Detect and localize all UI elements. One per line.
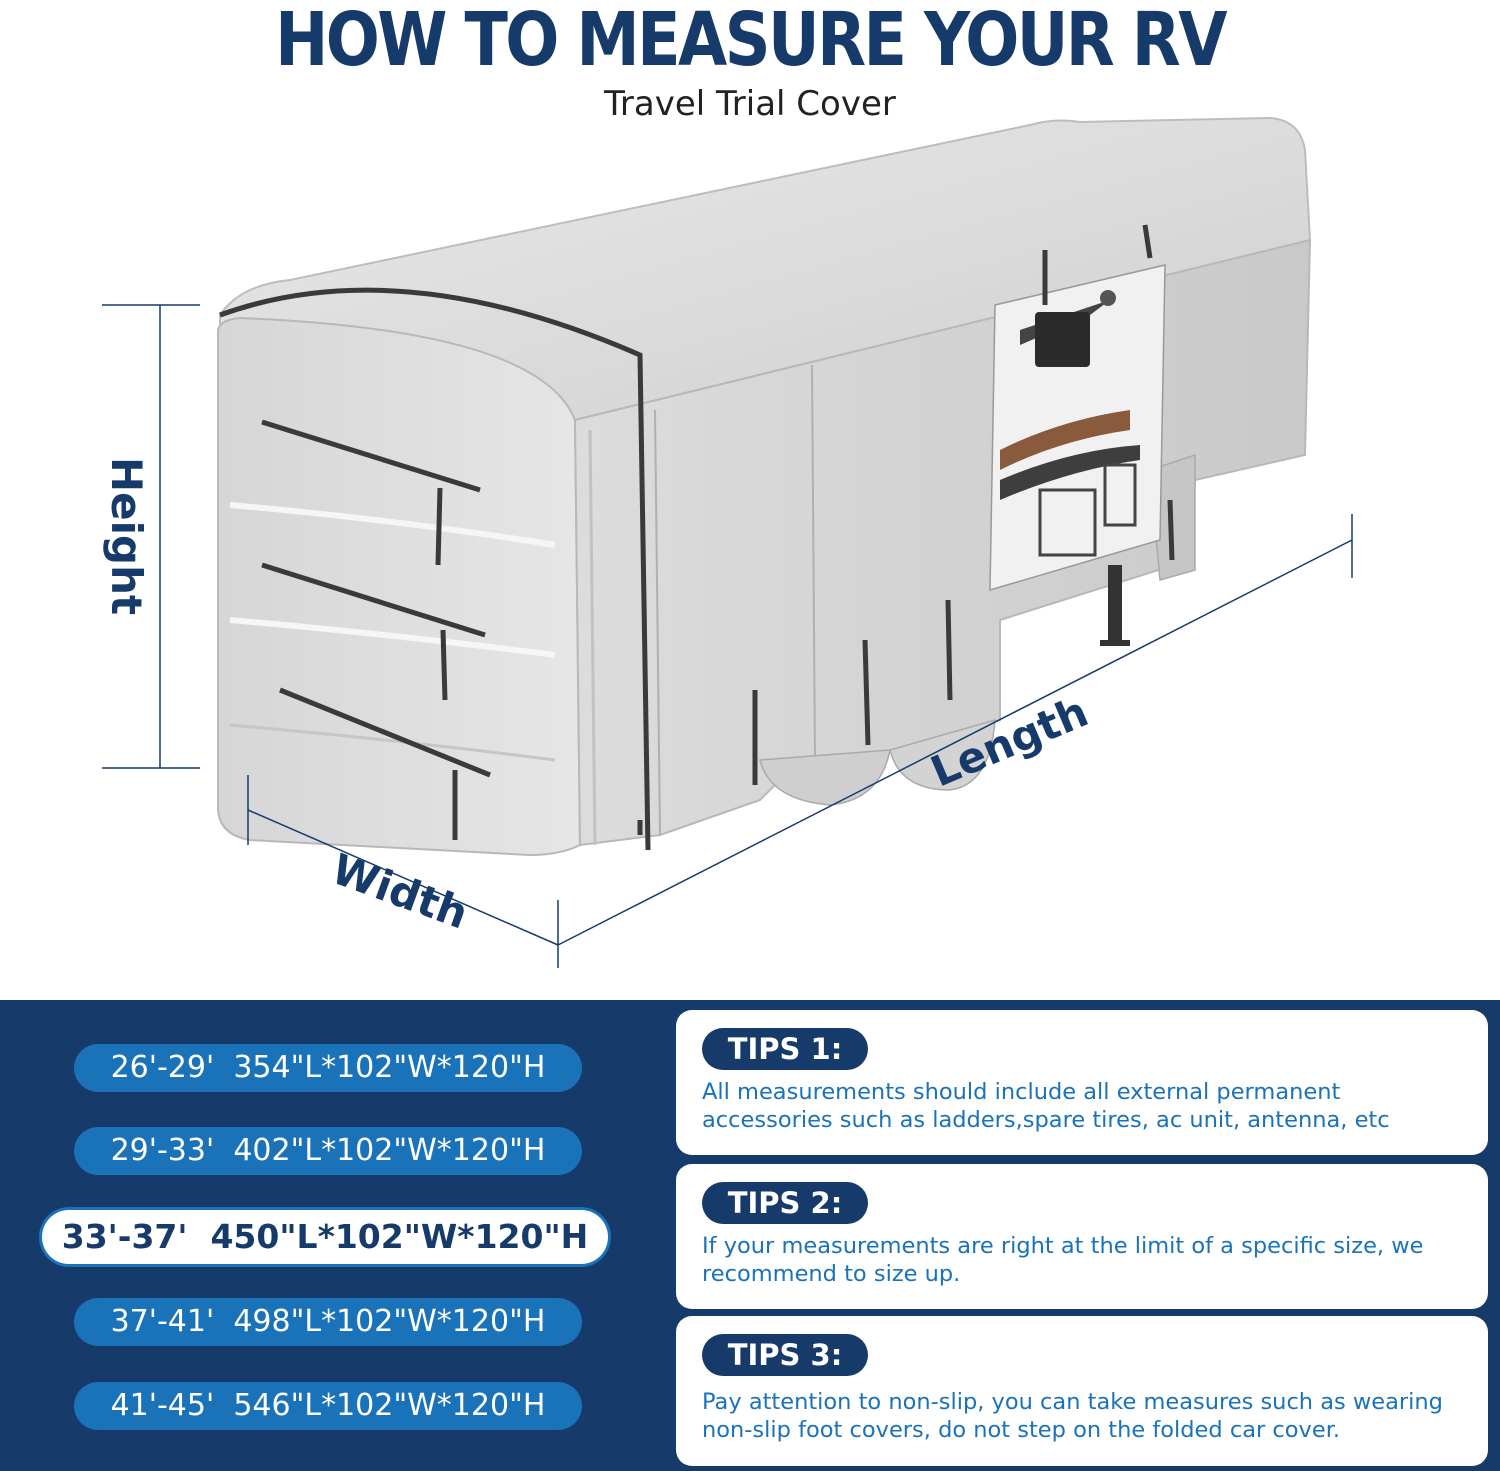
size-option[interactable]: 29'-33' 402"L*102"W*120"H [74, 1127, 582, 1175]
tip-text: Pay attention to non-slip, you can take … [702, 1389, 1443, 1443]
size-option[interactable]: 26'-29' 354"L*102"W*120"H [74, 1044, 582, 1092]
page-subtitle: Travel Trial Cover [604, 84, 896, 124]
length-dimension [557, 514, 1353, 946]
tip-badge: TIPS 1: [702, 1028, 868, 1070]
tip-card: TIPS 2: If your measurements are right at… [676, 1164, 1488, 1309]
height-label: Height [102, 457, 151, 615]
specs-panel: 26'-29' 354"L*102"W*120"H 29'-33' 402"L*1… [0, 1000, 1500, 1471]
size-range: 29'-33' [110, 1133, 215, 1168]
tip-card: TIPS 1: All measurements should include a… [676, 1010, 1488, 1155]
width-label: Width [325, 844, 474, 938]
size-range: 37'-41' [110, 1304, 215, 1339]
size-dimensions: 498"L*102"W*120"H [233, 1304, 546, 1339]
size-option[interactable]: 33'-37' 450"L*102"W*120"H [42, 1210, 608, 1264]
page-title: HOW TO MEASURE YOUR RV [275, 0, 1227, 83]
tip-badge: TIPS 3: [702, 1334, 868, 1376]
size-option[interactable]: 37'-41' 498"L*102"W*120"H [74, 1298, 582, 1346]
size-dimensions: 402"L*102"W*120"H [233, 1133, 546, 1168]
tip-text: All measurements should include all exte… [702, 1079, 1390, 1133]
size-dimensions: 450"L*102"W*120"H [210, 1217, 589, 1256]
size-range: 41'-45' [110, 1388, 215, 1423]
cover-straps [219, 224, 1175, 851]
size-dimensions: 354"L*102"W*120"H [233, 1050, 546, 1085]
rv-cover-illustration: Height Width Length [102, 116, 1353, 968]
size-range: 26'-29' [110, 1050, 215, 1085]
width-dimension [247, 775, 559, 968]
tip-text: If your measurements are right at the li… [702, 1233, 1424, 1287]
tip-card: TIPS 3: Pay attention to non-slip, you ca… [676, 1316, 1488, 1466]
size-option[interactable]: 41'-45' 546"L*102"W*120"H [74, 1382, 582, 1430]
size-range: 33'-37' [61, 1217, 188, 1256]
height-dimension [102, 304, 200, 769]
tip-badge: TIPS 2: [702, 1182, 868, 1224]
size-dimensions: 546"L*102"W*120"H [233, 1388, 546, 1423]
